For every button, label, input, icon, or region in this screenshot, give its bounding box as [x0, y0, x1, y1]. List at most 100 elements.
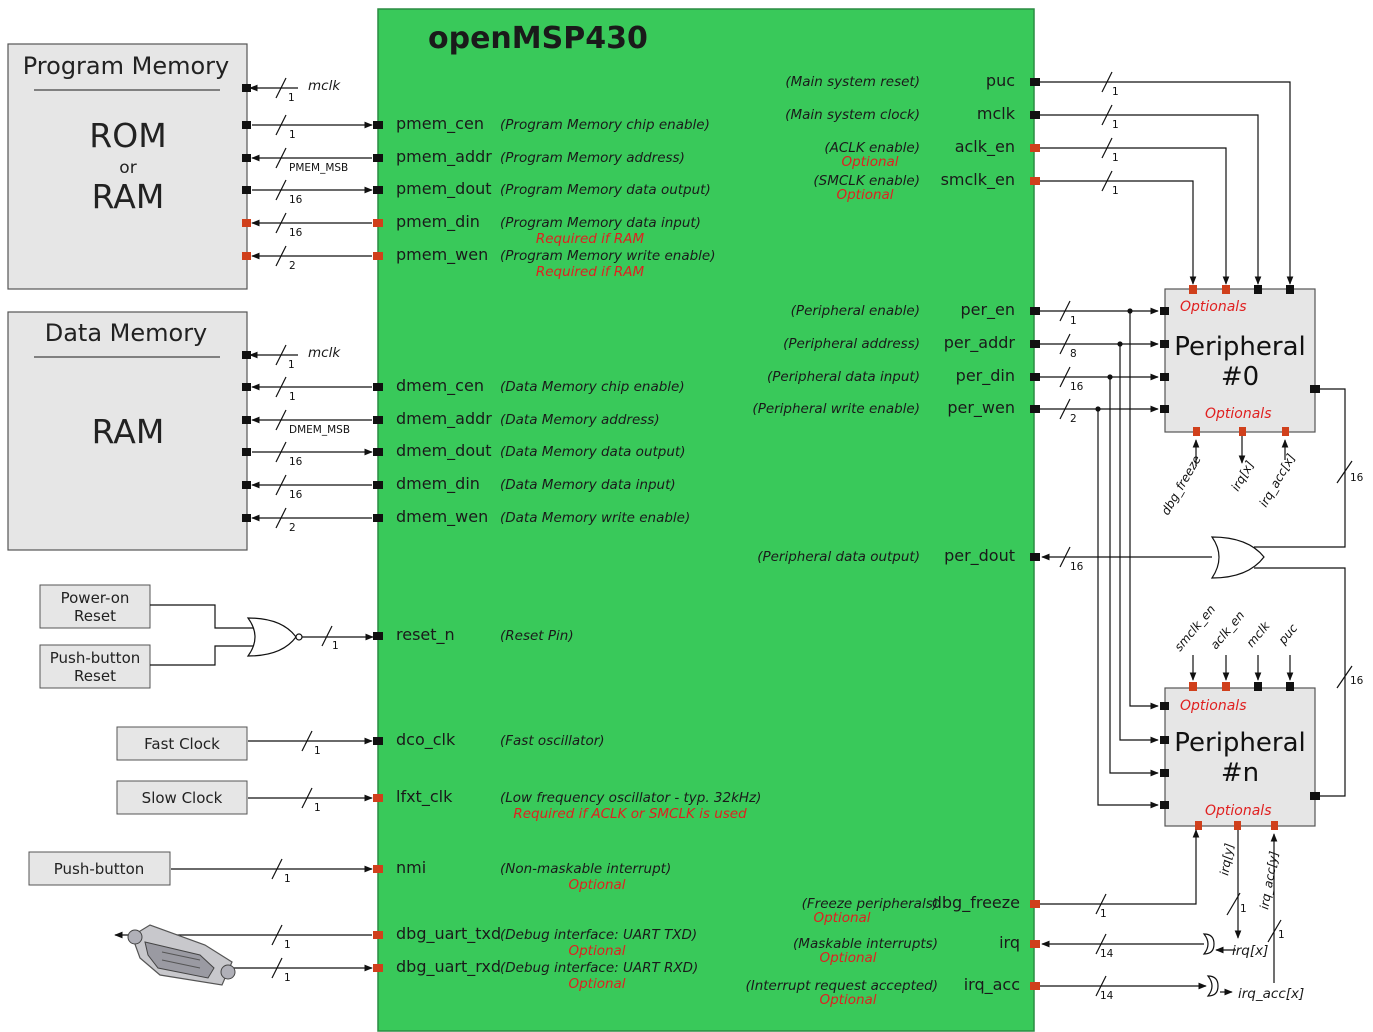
bus-width-label: 8	[1070, 348, 1077, 360]
bus-width-label: 1	[284, 972, 291, 984]
core-port	[373, 186, 383, 194]
signal-name: pmem_cen	[396, 114, 484, 134]
bus-slash	[275, 114, 287, 136]
signal-name: dbg_uart_txd	[396, 924, 501, 944]
power-on-reset-box	[39, 584, 151, 629]
irq-acc-x-label: irq_acc[x]	[1238, 986, 1304, 1002]
bus-width-label: 1	[289, 391, 296, 403]
signal-description: (Data Memory chip enable)	[500, 379, 685, 395]
bus-width-label: DMEM_MSB	[289, 424, 350, 436]
core-port	[373, 252, 383, 260]
memory-port	[242, 481, 251, 489]
svg-text:1: 1	[288, 359, 295, 371]
right-signal-per-dout: per_dout(Peripheral data output)16	[757, 546, 1083, 573]
program-memory-block	[7, 43, 248, 290]
core-port	[373, 632, 383, 640]
peripheral-0-index: #0	[1221, 362, 1259, 392]
signal-requirement: Required if ACLK or SMCLK is used	[513, 806, 747, 822]
signal-description: (Program Memory data input)	[500, 215, 701, 231]
interrupt-routing	[1040, 829, 1282, 997]
signal-name: pmem_addr	[396, 147, 492, 167]
push-button-box	[28, 851, 171, 886]
core-port	[1030, 144, 1040, 152]
signal-name: irq_acc	[964, 975, 1020, 995]
signal-description: (Data Memory write enable)	[500, 510, 690, 526]
bus-width-label: 1	[284, 939, 291, 951]
signal-name: per_wen	[947, 398, 1015, 418]
bus-slash	[275, 474, 287, 496]
core-port	[1030, 307, 1040, 315]
signal-name: dmem_dout	[396, 441, 492, 461]
signal-description: (Main system clock)	[785, 107, 920, 123]
memory-port	[242, 383, 251, 391]
bus-width-label: 1	[314, 802, 321, 814]
bus-slash	[321, 625, 333, 647]
bus-width-label: 14	[1100, 990, 1114, 1002]
data-memory-block	[7, 311, 248, 551]
reset-or-gate	[150, 604, 374, 666]
bus-slash	[271, 924, 283, 946]
signal-name: dco_clk	[396, 730, 456, 750]
bus-width-label: 1	[1112, 119, 1119, 131]
core-port	[373, 416, 383, 424]
signal-requirement: Optional	[841, 154, 898, 170]
core-port	[1030, 553, 1040, 561]
signal-description: (Maskable interrupts)	[793, 936, 938, 952]
peripheral-bus-wires	[1040, 307, 1159, 809]
core-port	[1030, 940, 1040, 948]
peripheral-0-title: Peripheral	[1174, 332, 1306, 362]
peripheral-n-irq-label: irq[y]	[1217, 842, 1236, 877]
core-port	[1030, 900, 1040, 908]
bus-slash	[275, 179, 287, 201]
program-memory-or: or	[119, 158, 136, 178]
bus-slash	[301, 730, 313, 752]
peripheral-n-index: #n	[1221, 758, 1259, 788]
bus-width-label: 1	[1070, 315, 1077, 327]
bus-width-label: 1	[1112, 185, 1119, 197]
bus-slash	[275, 147, 287, 169]
bus-width-label: 1	[289, 129, 296, 141]
signal-name: smclk_en	[941, 170, 1015, 190]
bus-width-label: 1	[284, 873, 291, 885]
signal-description: (ACLK enable)	[824, 140, 920, 156]
program-memory-ram: RAM	[92, 177, 165, 216]
core-port	[373, 794, 383, 802]
signal-name: reset_n	[396, 625, 455, 645]
peripheral-0-irq-acc-label: irq_acc[x]	[1256, 451, 1298, 509]
bus-width-label: 1	[332, 640, 339, 652]
core-port	[373, 383, 383, 391]
bus-width-label: 1	[1112, 86, 1119, 98]
bus-width-label: 2	[289, 522, 296, 534]
core-port	[373, 931, 383, 939]
right-signal-mclk: mclk (Main system clock) 1	[785, 104, 1119, 131]
program-memory-title: Program Memory	[23, 52, 230, 80]
peripheral-n-out-width: 16	[1350, 675, 1364, 687]
signal-name: mclk	[977, 104, 1016, 123]
signal-description: (Program Memory address)	[500, 150, 685, 166]
core-port	[1030, 373, 1040, 381]
svg-text:1: 1	[288, 92, 295, 104]
bus-width-label: 16	[1070, 561, 1084, 573]
bus-width-label: 2	[1070, 413, 1077, 425]
signal-name: per_din	[956, 366, 1015, 386]
core-port	[373, 481, 383, 489]
signal-requirement: Optional	[836, 187, 893, 203]
core-port	[1030, 78, 1040, 86]
data-memory-title: Data Memory	[45, 319, 208, 347]
signal-name: dmem_addr	[396, 409, 492, 429]
peripheral-n-optionals-bottom: Optionals	[1205, 803, 1272, 819]
bus-width-label: 1	[314, 745, 321, 757]
peripheral-0-left-ports	[1160, 307, 1169, 413]
bus-slash	[275, 441, 287, 463]
right-signal-per-en: per_en(Peripheral enable)1	[791, 300, 1077, 327]
bus-slash	[271, 858, 283, 880]
